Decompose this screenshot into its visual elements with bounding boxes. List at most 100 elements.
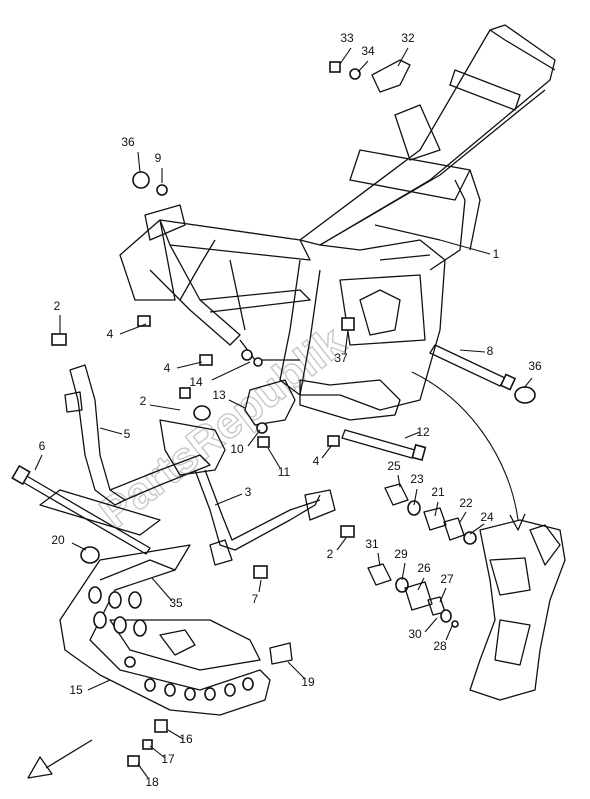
callout-c18: 18 — [137, 763, 159, 789]
callout-c1: 1 — [439, 239, 500, 261]
part-number-label: 12 — [416, 425, 430, 439]
leader-line — [377, 552, 381, 567]
callout-c16: 16 — [167, 729, 193, 746]
skid-plate-15 — [59, 544, 271, 716]
detail-arrow-head — [509, 513, 526, 531]
leader-line — [344, 329, 349, 355]
part-number-label: 30 — [408, 627, 422, 641]
part-number-label: 37 — [334, 351, 348, 365]
callout-c3: 3 — [214, 485, 252, 506]
part-number-label: 2 — [327, 547, 334, 561]
part-number-label: 4 — [164, 361, 171, 375]
leader-line — [167, 729, 184, 740]
part-number-label: 18 — [145, 775, 159, 789]
callout-c4c: 4 — [313, 444, 333, 468]
part-number-label: 25 — [387, 459, 401, 473]
part-number-label: 1 — [493, 247, 500, 261]
part-number-label: 23 — [410, 472, 424, 486]
engine-bracket — [244, 379, 296, 426]
part-number-label: 28 — [433, 639, 447, 653]
callout-c30: 30 — [408, 617, 438, 641]
callout-c13: 13 — [212, 388, 246, 409]
leader-line — [401, 562, 406, 581]
callout-c17: 17 — [149, 745, 175, 766]
leader-line — [287, 661, 306, 680]
leader-line — [439, 587, 447, 603]
leader-line — [87, 679, 111, 691]
callout-c37: 37 — [334, 329, 349, 365]
callout-c29: 29 — [394, 547, 408, 581]
direction-arrow — [27, 739, 93, 779]
callout-c4a: 4 — [107, 323, 147, 341]
leader-line — [469, 523, 485, 535]
part-number-label: 35 — [169, 596, 183, 610]
leader-line — [434, 501, 439, 517]
part-number-label: 3 — [245, 485, 252, 499]
part-number-label: 15 — [69, 683, 83, 697]
leader-line — [397, 47, 409, 67]
leader-line — [397, 474, 401, 488]
leader-line — [445, 625, 453, 641]
leader-line — [336, 537, 347, 551]
callout-c7: 7 — [252, 579, 262, 606]
leader-line — [228, 399, 246, 409]
leader-line — [258, 579, 262, 593]
callout-c4b: 4 — [164, 361, 203, 375]
leader-line — [34, 454, 43, 471]
part-number-label: 32 — [401, 31, 415, 45]
leader-line — [149, 745, 166, 759]
callout-c14: 14 — [189, 361, 251, 389]
leader-line — [439, 239, 491, 255]
leader-line — [149, 404, 181, 411]
callout-c22: 22 — [459, 496, 473, 523]
callout-layer: 1222344456789101112131415161718192021222… — [34, 31, 542, 789]
part-number-label: 2 — [140, 394, 147, 408]
callout-c35: 35 — [151, 577, 183, 610]
callout-c20: 20 — [51, 533, 87, 551]
part-number-label: 24 — [480, 510, 494, 524]
callout-c36a: 36 — [121, 135, 141, 173]
part-number-label: 33 — [340, 31, 354, 45]
part-number-label: 4 — [107, 327, 114, 341]
callout-c23: 23 — [410, 472, 424, 506]
callout-c19: 19 — [287, 661, 315, 689]
callout-c28: 28 — [433, 625, 453, 653]
part-number-label: 9 — [155, 151, 162, 165]
long-bolt-8 — [429, 344, 517, 391]
part-number-label: 5 — [124, 427, 131, 441]
front-downtube-5 — [64, 364, 211, 506]
leader-line — [339, 47, 352, 65]
leader-line — [99, 427, 123, 435]
part-number-label: 13 — [212, 388, 226, 402]
part-number-label: 11 — [278, 465, 291, 479]
part-number-label: 22 — [459, 496, 473, 510]
small-fasteners — [51, 59, 536, 767]
leader-line — [459, 349, 486, 353]
leader-line — [119, 323, 147, 335]
leader-line — [247, 429, 261, 447]
part-number-label: 31 — [365, 537, 379, 551]
callout-c24: 24 — [469, 510, 494, 535]
part-number-label: 19 — [301, 675, 315, 689]
leader-line — [424, 617, 438, 633]
part-number-label: 4 — [313, 454, 320, 468]
leader-line — [137, 151, 141, 173]
part-number-label: 27 — [440, 572, 454, 586]
leader-line — [321, 444, 333, 459]
leader-line — [71, 542, 87, 551]
part-number-label: 20 — [51, 533, 65, 547]
callout-c27: 27 — [439, 572, 454, 603]
callout-c15: 15 — [69, 679, 111, 697]
part-number-label: 16 — [179, 732, 193, 746]
part-number-label: 34 — [361, 44, 375, 58]
callout-c26: 26 — [417, 561, 431, 591]
leader-line — [267, 447, 281, 469]
callout-c11: 11 — [267, 447, 291, 479]
callout-c31: 31 — [365, 537, 381, 567]
callout-c5: 5 — [99, 427, 131, 441]
leader-line — [417, 577, 425, 591]
callout-c2a: 2 — [54, 299, 61, 334]
callout-c21: 21 — [431, 485, 445, 517]
part-number-label: 26 — [417, 561, 431, 575]
